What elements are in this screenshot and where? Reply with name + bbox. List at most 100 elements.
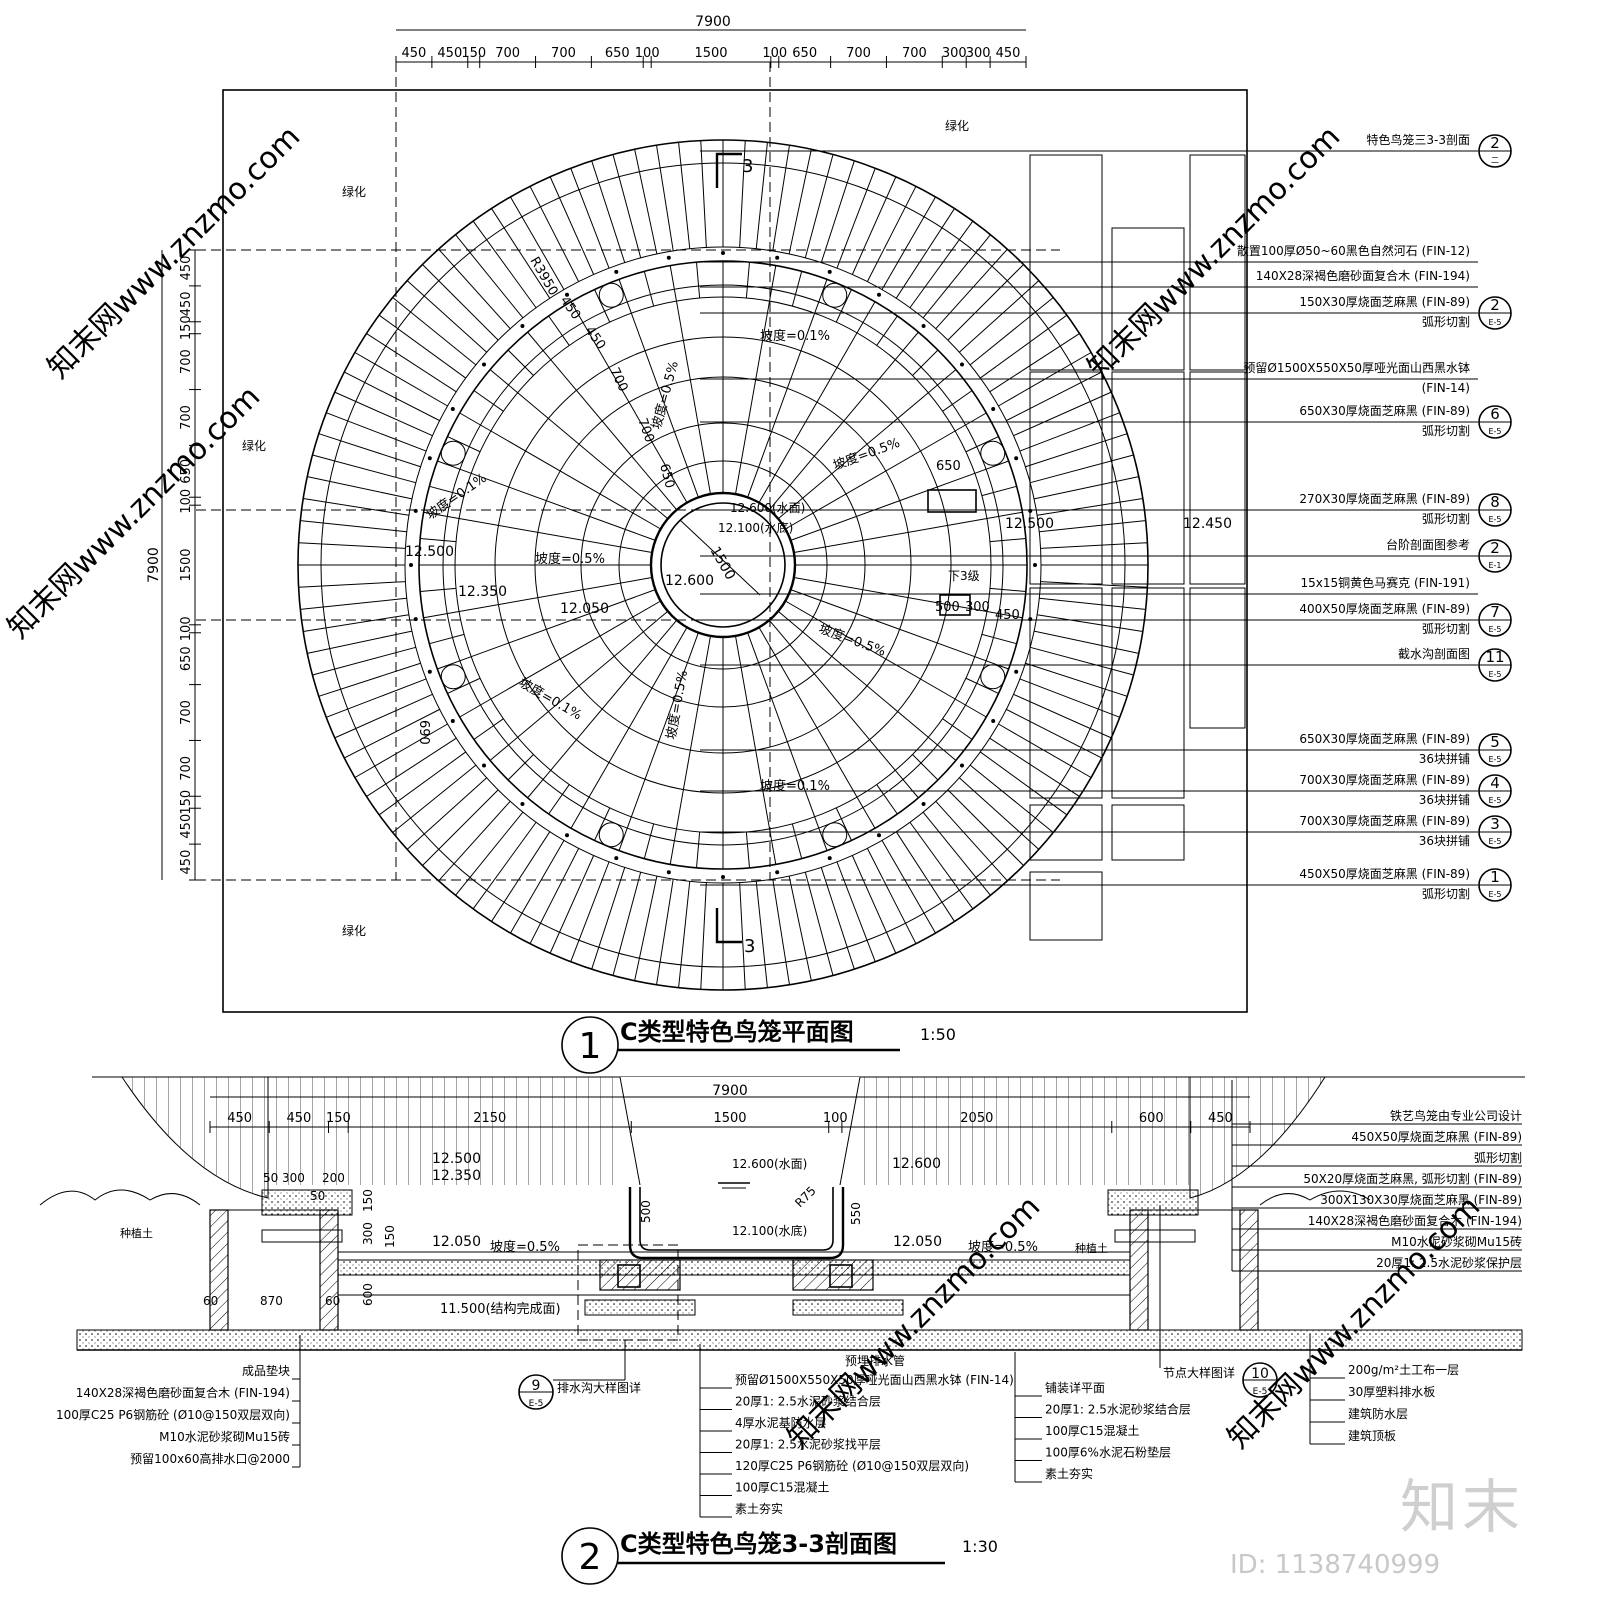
paving-joint (965, 677, 999, 694)
canopy-joint (549, 176, 595, 275)
canopy-joint (591, 867, 626, 970)
paving-joint (912, 754, 939, 781)
dim-label: 300 (966, 46, 991, 61)
paving-joint (758, 332, 858, 503)
planter-wall-right (1129, 1209, 1259, 1331)
canopy-joint (422, 264, 499, 341)
paving-joint (550, 619, 678, 771)
plan-boundary (222, 89, 1248, 1013)
paving-joint (630, 632, 699, 818)
paving-joint (790, 472, 976, 541)
canopy-joint (303, 498, 409, 516)
paving-joint (437, 656, 472, 670)
callout-text: 预留100x60高排水口@2000 (130, 1451, 290, 1466)
plan-title: C类型特色鸟笼平面图 (620, 1018, 854, 1046)
dim-label: 650 (792, 46, 817, 61)
callout-subtext: 36块拼铺 (1419, 752, 1470, 766)
anchor-dot (775, 870, 780, 875)
dim-label: 700 (179, 700, 194, 725)
greening-label: 绿化 (342, 923, 366, 938)
paving-joint (814, 279, 828, 314)
paving-joint (981, 485, 1017, 497)
canopy-joint (307, 476, 413, 500)
paving-joint (981, 633, 1017, 645)
section-overall-dim: 7900 (712, 1083, 748, 1099)
elevation-label: 12.500 (405, 544, 454, 560)
callout-sheet: E-5 (1488, 515, 1501, 524)
callout-number: 3 (1490, 815, 1500, 833)
paving-joint (785, 430, 956, 530)
step-block (939, 594, 971, 616)
callout-text: 200g/m²土工布一层 (1348, 1363, 1459, 1377)
planter-pot (598, 282, 624, 308)
anchor-dot (520, 323, 525, 328)
paving-joint (747, 632, 816, 818)
sec-elevation: 12.050 (893, 1234, 942, 1250)
canopy-joint (1033, 630, 1139, 654)
canopy-joint (836, 861, 876, 962)
paving-joint (437, 460, 472, 474)
greening-label: 绿化 (342, 184, 366, 199)
svg-text:知末网www.znzmo.com: 知末网www.znzmo.com (1, 379, 267, 645)
anchor-dot (565, 833, 569, 838)
callout-text: 700X30厚烧面芝麻黑 (FIN-89) (1299, 772, 1470, 787)
canopy-joint (354, 723, 448, 778)
canopy-joint (772, 879, 790, 985)
anchor-dot (666, 255, 671, 260)
elevation-label: 12.500 (1005, 516, 1054, 532)
water-bottom-label: 12.100(水底) (718, 520, 793, 535)
paving-joint (548, 784, 570, 815)
canopy-joint (1040, 581, 1148, 588)
paving-joint (588, 627, 688, 798)
slope-label: 坡度=0.1% (760, 328, 830, 344)
callout-text: 铁艺鸟笼由专业公司设计 (1390, 1108, 1522, 1123)
paving-joint (769, 828, 777, 865)
anchor-dot (960, 362, 965, 367)
callout-text: 150X30厚烧面芝麻黑 (FIN-89) (1299, 294, 1470, 309)
svg-text:10: 10 (1251, 1366, 1269, 1382)
callout-sheet: 二 (1491, 156, 1499, 165)
canopy-joint (1006, 371, 1102, 422)
paving-joint (785, 600, 956, 700)
coping-stone-left (261, 1189, 353, 1216)
canopy-joint (922, 811, 991, 896)
paving-joint (470, 589, 656, 658)
svg-text:知末网www.znzmo.com: 知末网www.znzmo.com (781, 1189, 1047, 1455)
step-dim: 650 (936, 459, 961, 474)
canopy-joint (1037, 498, 1143, 516)
canopy-joint (312, 454, 416, 484)
slope-label: 坡度=0.5% (663, 669, 691, 741)
paving-joint (791, 823, 803, 859)
dim-label: 700 (551, 46, 576, 61)
anchor-dot (960, 763, 965, 768)
paving-joint (747, 312, 816, 498)
callout-text: 450X50厚烧面芝麻黑 (FIN-89) (1351, 1129, 1522, 1144)
callout-subtext: (FIN-14) (1422, 381, 1470, 395)
paving-joint (835, 289, 852, 323)
section-title-block: 2 C类型特色鸟笼3-3剖面图 1:30 (561, 1527, 998, 1585)
anchor-dot (413, 508, 418, 513)
canopy-joint (895, 208, 955, 299)
paving-joint (420, 587, 457, 592)
paving-joint (517, 610, 669, 738)
canopy-joint (788, 875, 812, 981)
dim-label: 100 (179, 489, 194, 514)
anchor-dot (721, 251, 725, 255)
anchor-dot (614, 856, 619, 861)
canopy-joint (392, 297, 477, 366)
canopy-joint (318, 662, 421, 697)
callout-text: 成品垫块 (242, 1363, 290, 1378)
canopy-joint (772, 145, 790, 251)
dim-label: 100 (823, 1111, 848, 1126)
callout-subtext: 弧形切割 (1422, 511, 1470, 526)
canopy-joint (1019, 412, 1120, 452)
callout-text: 4厚水泥基防水层 (735, 1415, 827, 1430)
canopy-joint (344, 708, 440, 759)
canopy-joint (612, 154, 642, 258)
paving-joint (927, 369, 957, 394)
greening-label: 绿化 (242, 438, 266, 453)
canopy-joint (378, 751, 467, 816)
elevation-label: 12.350 (458, 584, 507, 600)
